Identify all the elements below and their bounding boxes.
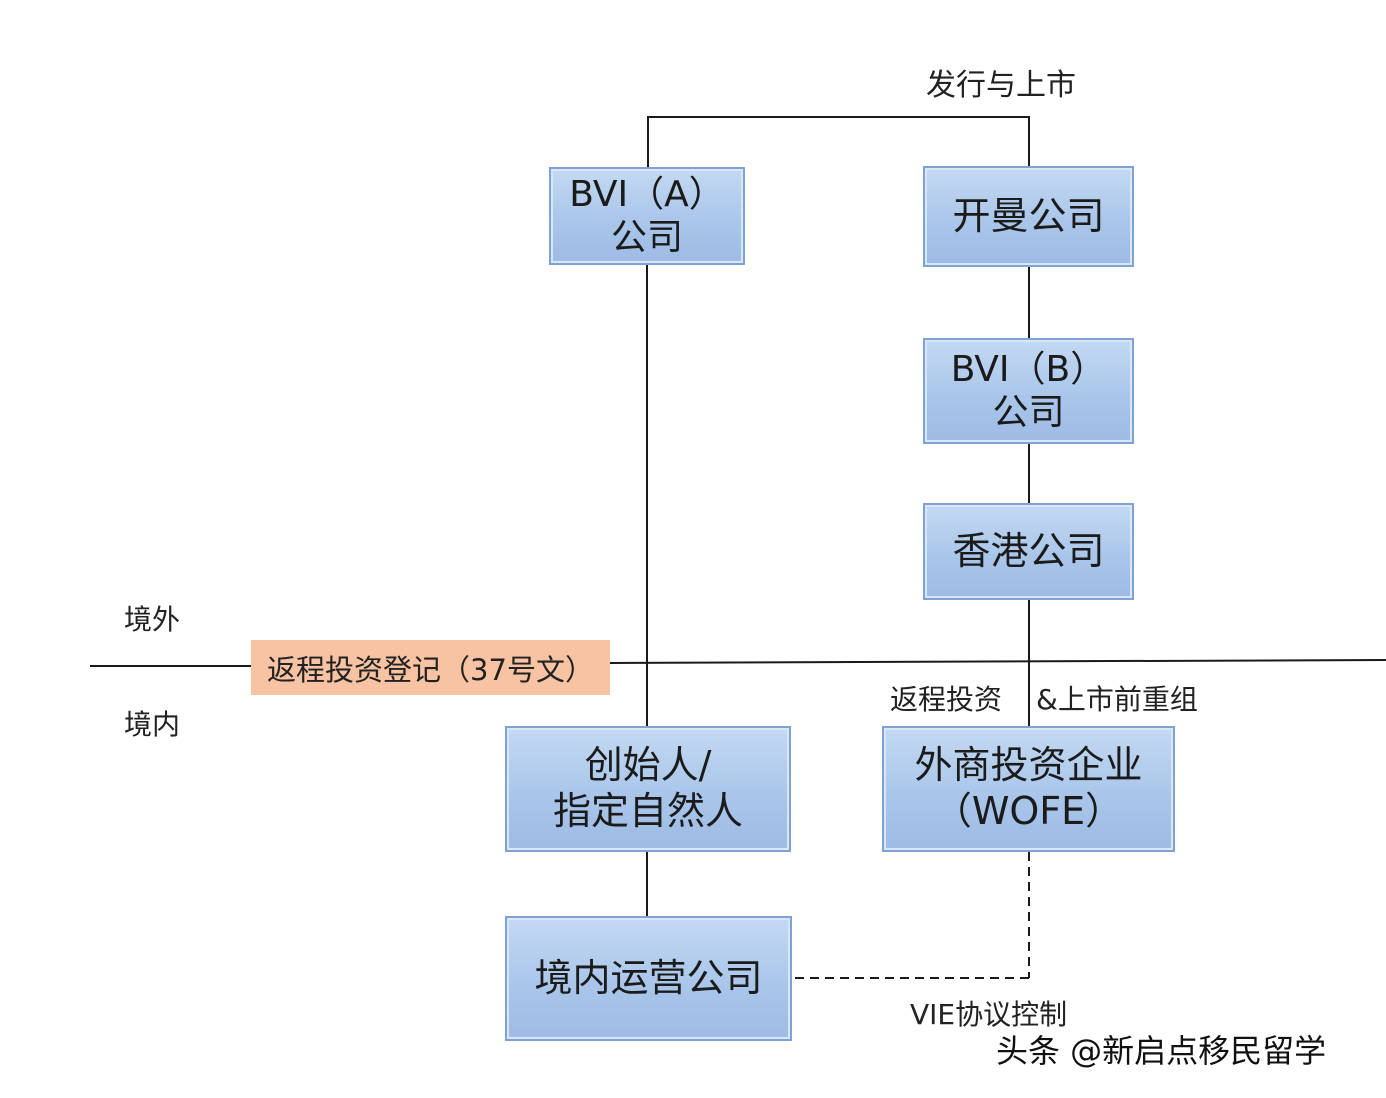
wofe-line1: 外商投资企业 [914, 743, 1143, 788]
ipo-label: 发行与上市 [926, 68, 1076, 103]
vie-control-label: VIE协议控制 [910, 998, 1068, 1031]
founder-line1: 创始人/ [584, 743, 712, 788]
opco-line1: 境内运营公司 [534, 955, 763, 1000]
wofe-line2: （WOFE） [933, 789, 1124, 833]
border-line-right [608, 659, 1386, 664]
bvi-a-line2: 公司 [610, 217, 683, 258]
cayman-company-box: 开曼公司 [923, 166, 1134, 267]
wofe-box: 外商投资企业 （WOFE） [882, 726, 1175, 852]
hongkong-company-box: 香港公司 [923, 503, 1134, 600]
bvi-b-company-box: BVI（B） 公司 [923, 338, 1134, 444]
bvi-a-line1: BVI（A） [569, 173, 725, 215]
cayman-line1: 开曼公司 [952, 193, 1105, 238]
hongkong-line1: 香港公司 [952, 528, 1105, 573]
bvi-a-company-box: BVI（A） 公司 [549, 167, 745, 265]
watermark: 头条 @新启点移民留学 [996, 1032, 1327, 1070]
bvi-b-line2: 公司 [992, 392, 1065, 433]
domestic-operating-company-box: 境内运营公司 [505, 916, 792, 1041]
domestic-label: 境内 [124, 708, 181, 741]
bvi-b-line1: BVI（B） [950, 348, 1107, 390]
founder-line2: 指定自然人 [552, 789, 743, 833]
founder-box: 创始人/ 指定自然人 [505, 726, 791, 852]
roundtrip-investment-label: 返程投资 [890, 683, 1003, 716]
overseas-label: 境外 [124, 603, 181, 636]
registration-37-tag: 返程投资登记（37号文） [251, 640, 610, 695]
registration-37-text: 返程投资登记（37号文） [267, 652, 594, 687]
pre-ipo-restructure-label: &上市前重组 [1036, 683, 1198, 716]
